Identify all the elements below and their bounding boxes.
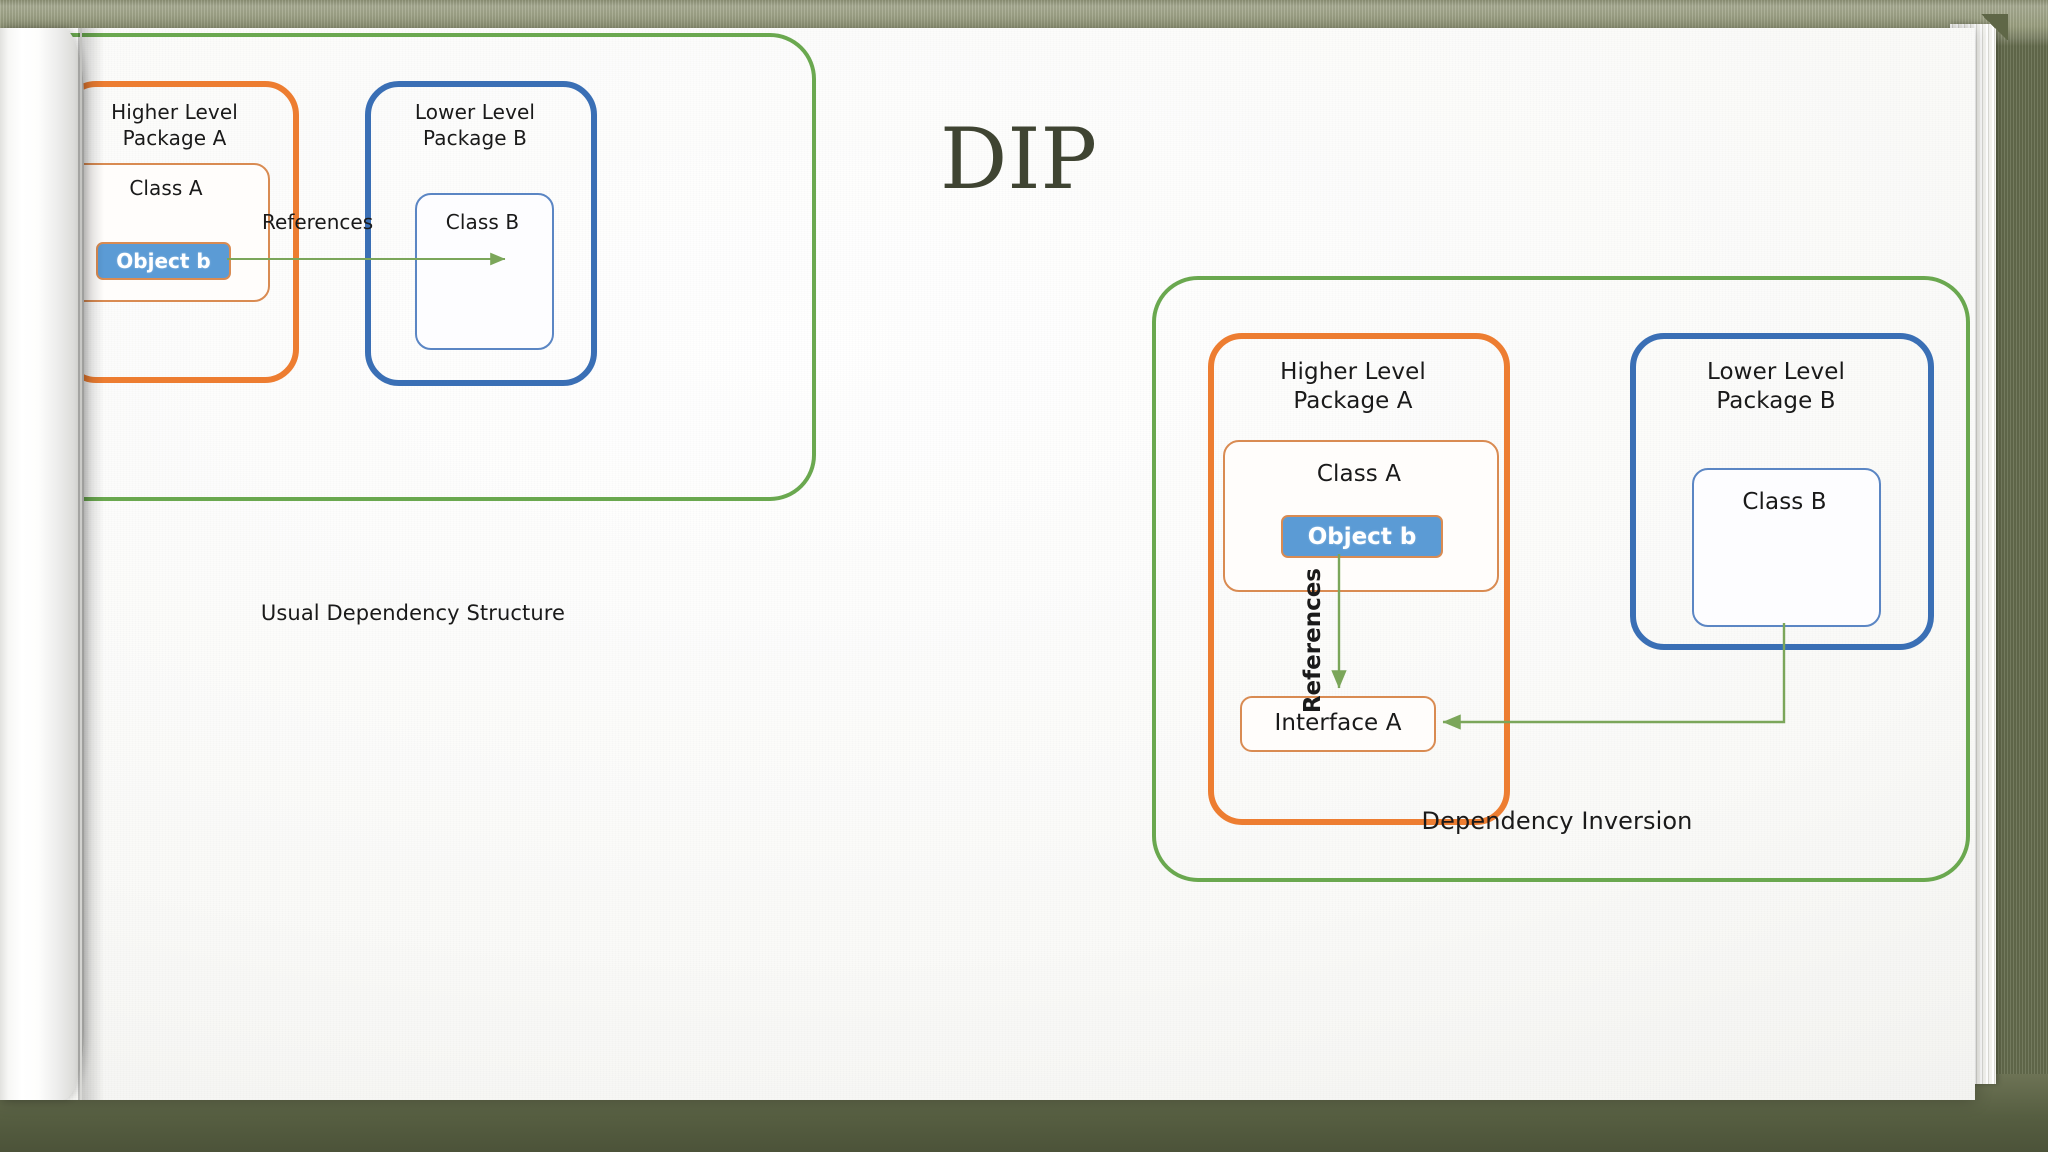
- package-lower-level-b[interactable]: [365, 81, 597, 386]
- page-curl: [0, 28, 84, 1100]
- class-a-label: Class A: [129, 176, 203, 200]
- caption-usual-dependency-structure: Usual Dependency Structure: [260, 601, 566, 625]
- page-corner-fold: [1974, 14, 2008, 40]
- page-curl-shadow: [78, 28, 104, 1100]
- package-title-line2: Package B: [1716, 388, 1836, 415]
- class-b-box[interactable]: [415, 193, 554, 350]
- package-title-line1: Higher Level: [111, 100, 238, 124]
- class-b-inverted-label: Class B: [1742, 489, 1827, 515]
- package-title-line2: Package B: [423, 125, 527, 150]
- class-b-inverted-box[interactable]: [1692, 468, 1881, 627]
- object-b-inverted-chip[interactable]: Object b: [1281, 515, 1443, 558]
- connection-label-references-vertical: References: [1300, 568, 1326, 714]
- package-higher-level-a-inverted[interactable]: [1208, 333, 1510, 825]
- object-b-chip[interactable]: Object b: [96, 242, 231, 280]
- connection-label-references-left: References: [262, 210, 374, 234]
- package-title-line1: Lower Level: [1706, 359, 1846, 385]
- package-title-line1: Higher Level: [1280, 359, 1426, 385]
- caption-dependency-inversion: Dependency Inversion: [1421, 807, 1693, 835]
- page-title: DIP: [940, 110, 1098, 208]
- class-a-inverted-label: Class A: [1316, 461, 1402, 487]
- package-title-line1: Lower Level: [414, 100, 536, 124]
- scope-dependency-inversion: [1152, 276, 1970, 882]
- page-gutter-line: [80, 28, 82, 1100]
- interface-a-box[interactable]: Interface A: [1240, 696, 1436, 752]
- class-b-label: Class B: [445, 210, 520, 234]
- package-title-line2: Package A: [122, 125, 227, 150]
- package-title-line2: Package A: [1293, 388, 1413, 415]
